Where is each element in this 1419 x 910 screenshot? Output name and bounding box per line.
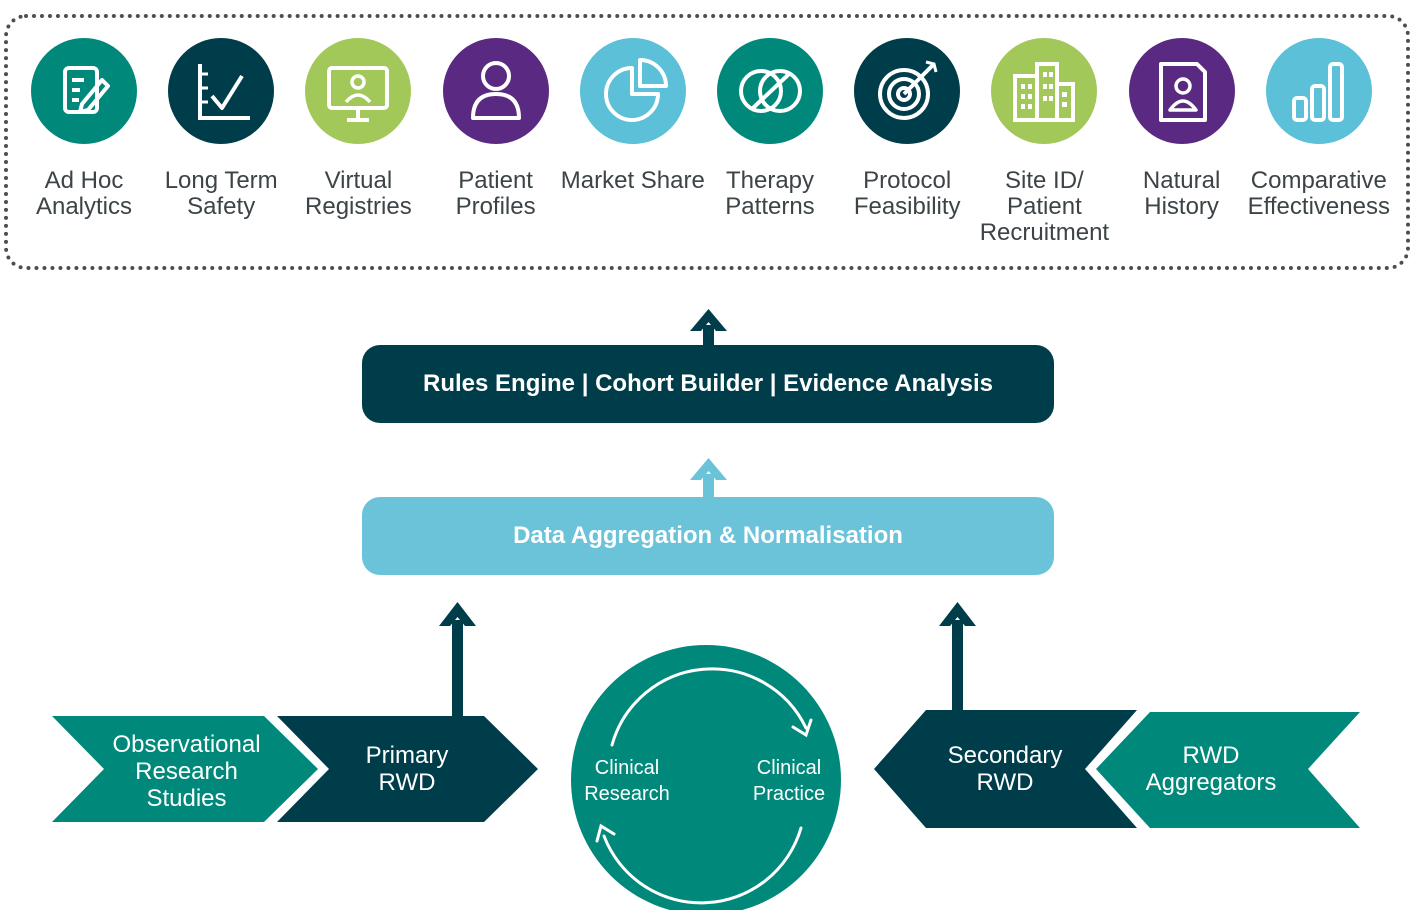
- clinical-practice-label: Clinical Practice: [752, 757, 826, 805]
- use-cases-frame: [4, 14, 1410, 270]
- use-case-label: Therapy Patterns: [725, 167, 815, 220]
- use-case-label: Long Term Safety: [164, 167, 278, 220]
- data-aggregation-label: Data Aggregation & Normalisation: [513, 522, 903, 549]
- rules-engine-bar: Rules Engine | Cohort Builder | Evidence…: [362, 345, 1054, 423]
- rules-engine-label: Rules Engine | Cohort Builder | Evidence…: [423, 370, 993, 397]
- observational-label: Observational Research Studies: [112, 731, 261, 812]
- rwd-aggregators-chevron: [1096, 712, 1360, 828]
- cycle-arrows-icon: [595, 667, 813, 905]
- observational-chevron: [52, 716, 318, 822]
- use-case-label: Comparative Effectiveness: [1247, 167, 1390, 220]
- clinical-cycle-circle: [571, 645, 841, 910]
- use-case-label: Protocol Feasibility: [853, 167, 961, 220]
- patient-record-icon: [1128, 38, 1235, 144]
- use-case-label: Natural History: [1142, 167, 1221, 220]
- pill-icon: [717, 38, 823, 144]
- secondary-rwd-label: Secondary RWD: [947, 742, 1063, 796]
- arrow-up-icon: [690, 309, 727, 347]
- arrow-up-icon: [690, 458, 727, 498]
- use-case-label: Patient Profiles: [455, 167, 536, 220]
- target-icon: [854, 38, 961, 144]
- data-aggregation-bar: Data Aggregation & Normalisation: [362, 497, 1054, 575]
- primary-rwd-chevron: [277, 716, 538, 822]
- line-chart-icon: [168, 38, 275, 144]
- person-icon: [442, 38, 549, 144]
- monitor-user-icon: [305, 38, 412, 144]
- primary-rwd-label: Primary RWD: [365, 742, 449, 796]
- arrow-up-icon: [939, 602, 976, 712]
- arrow-up-icon: [439, 602, 476, 717]
- use-case-label: Market Share: [560, 167, 705, 194]
- rwd-aggregators-label: RWD Aggregators: [1145, 742, 1277, 796]
- buildings-icon: [991, 38, 1098, 144]
- use-case-label: Site ID/ Patient Recruitment: [979, 167, 1110, 246]
- analytics-edit-icon: [31, 38, 137, 144]
- use-case-label: Virtual Registries: [305, 167, 412, 220]
- bar-chart-icon: [1265, 38, 1372, 144]
- secondary-rwd-chevron: [874, 710, 1137, 828]
- use-case-label: Ad Hoc Analytics: [35, 167, 133, 220]
- clinical-research-label: Clinical Research: [584, 757, 670, 805]
- pie-chart-icon: [579, 38, 686, 144]
